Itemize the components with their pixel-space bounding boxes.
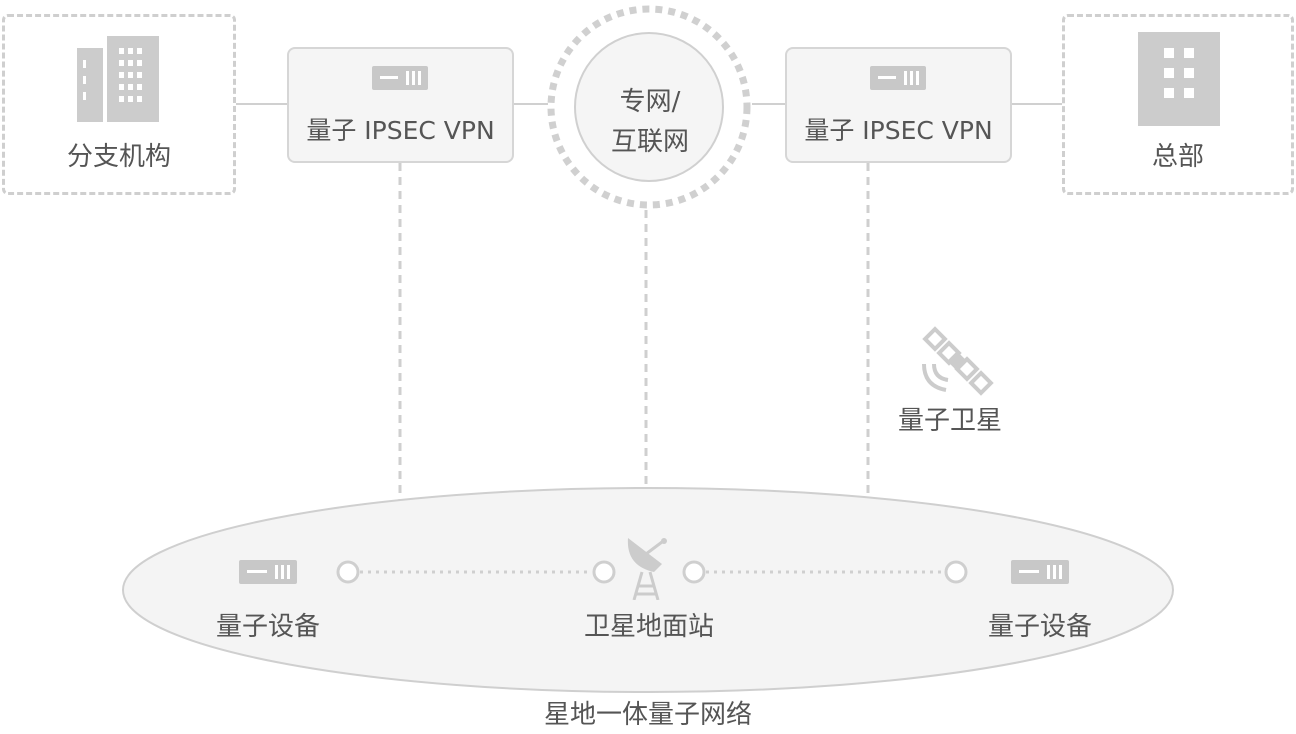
network-label-line1: 专网/ — [619, 87, 681, 117]
server-device-icon — [372, 66, 428, 90]
network-node — [547, 5, 751, 209]
satellite-icon — [922, 326, 994, 396]
headquarters-building-icon — [1138, 32, 1220, 126]
device-right-label: 量子设备 — [987, 612, 1092, 642]
vpn-left-label: 量子 IPSEC VPN — [306, 116, 495, 145]
vpn-right-node — [785, 47, 1012, 163]
satellite-dish-icon — [627, 538, 667, 600]
satellite-label: 量子卫星 — [897, 406, 1002, 436]
endpoint-circle — [682, 560, 706, 584]
server-device-icon — [239, 560, 297, 584]
vpn-left-node — [287, 47, 514, 163]
endpoint-circle — [944, 560, 968, 584]
ground-station-label: 卫星地面站 — [583, 612, 714, 642]
server-device-icon — [870, 66, 926, 90]
branch-node — [2, 14, 236, 195]
network-label: 专网/ 互联网 — [577, 82, 723, 162]
vpn-right-label: 量子 IPSEC VPN — [804, 116, 993, 145]
network-label-line2: 互联网 — [610, 127, 689, 157]
endpoint-circle — [336, 560, 360, 584]
network-area-label: 星地一体量子网络 — [543, 700, 752, 730]
endpoint-circle — [592, 560, 616, 584]
server-device-icon — [1011, 560, 1069, 584]
office-building-icon — [77, 36, 159, 122]
branch-label: 分支机构 — [66, 142, 171, 172]
hq-label: 总部 — [1151, 142, 1204, 172]
device-left-label: 量子设备 — [215, 612, 320, 642]
network-area-ellipse — [122, 487, 1174, 693]
